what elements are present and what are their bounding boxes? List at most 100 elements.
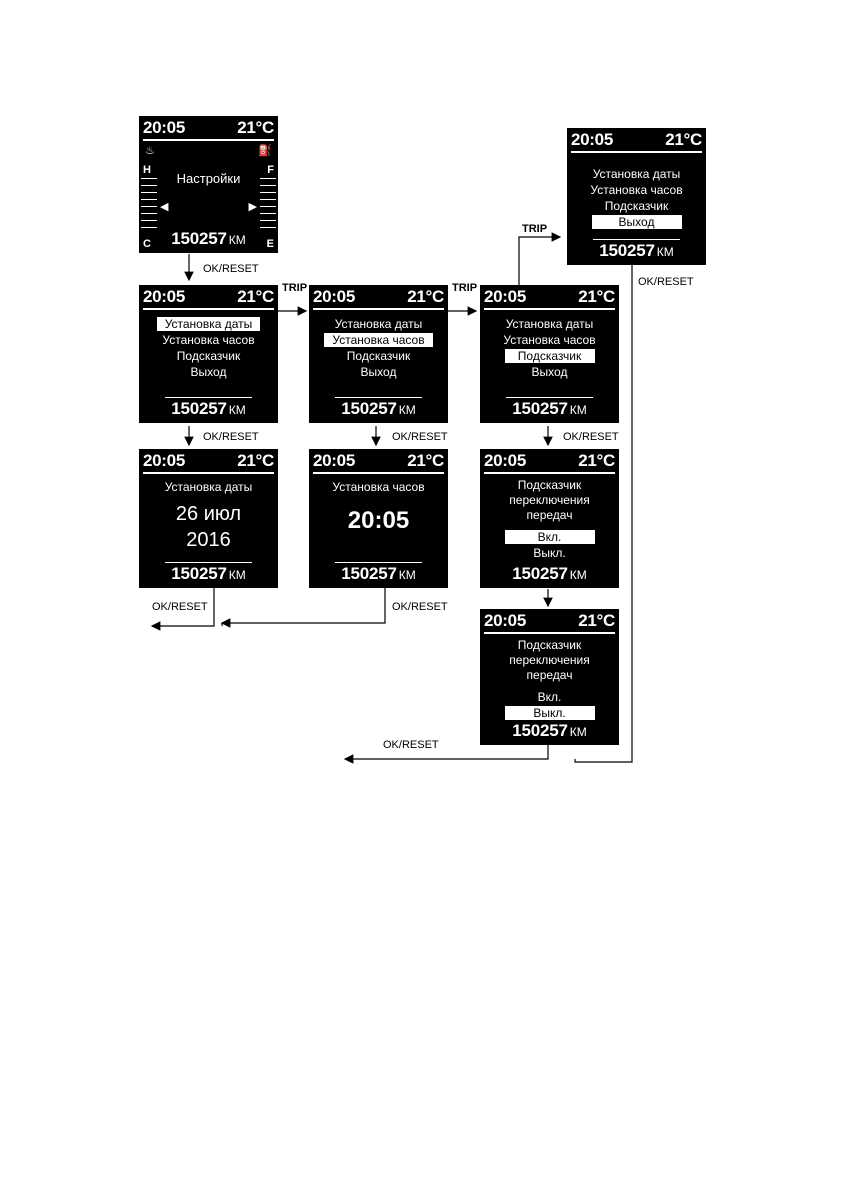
hint-options: Вкл. Выкл. bbox=[480, 689, 619, 721]
header-divider bbox=[484, 472, 615, 474]
label-ok-reset-3: OK/RESET bbox=[392, 431, 448, 443]
label-ok-reset-2: OK/RESET bbox=[203, 431, 259, 443]
clock-time: 20:05 bbox=[143, 118, 185, 137]
settings-menu: Установка даты Установка часов Подсказчи… bbox=[309, 316, 448, 380]
clock-time: 20:05 bbox=[571, 130, 613, 149]
menu-item-hint[interactable]: Подсказчик bbox=[480, 348, 619, 364]
menu-item-exit[interactable]: Выход bbox=[190, 365, 227, 379]
header-divider bbox=[313, 308, 444, 310]
label-ok-reset-5: OK/RESET bbox=[152, 601, 208, 613]
outside-temp: 21°C bbox=[407, 451, 444, 470]
menu-item-set-date[interactable]: Установка даты bbox=[505, 317, 594, 331]
clock-time: 20:05 bbox=[143, 451, 185, 470]
outside-temp: 21°C bbox=[237, 118, 274, 137]
label-ok-reset-1: OK/RESET bbox=[203, 263, 259, 275]
clock-time: 20:05 bbox=[484, 287, 526, 306]
footer-divider bbox=[165, 562, 252, 563]
set-date-title: Установка даты bbox=[164, 480, 253, 494]
outside-temp: 21°C bbox=[578, 451, 615, 470]
screen-menu-hint: 20:05 21°C Установка даты Установка часо… bbox=[480, 285, 619, 423]
arrow-menu3-to-menu4 bbox=[518, 232, 562, 285]
header-divider bbox=[313, 472, 444, 474]
screen-menu-set-date: 20:05 21°C Установка даты Установка часо… bbox=[139, 285, 278, 423]
screen-main-settings: 20:05 21°C ♨ ⛽ H F ◀ ▶ Настройки C E 150… bbox=[139, 116, 278, 253]
arrow-left-icon: ◀ bbox=[160, 201, 169, 213]
coolant-gauge bbox=[141, 178, 157, 234]
fuel-pump-icon: ⛽ bbox=[258, 145, 272, 157]
footer-divider bbox=[593, 239, 680, 240]
menu-item-hint[interactable]: Подсказчик bbox=[604, 199, 669, 213]
coolant-temp-icon: ♨ bbox=[145, 145, 155, 157]
clock-time: 20:05 bbox=[484, 611, 526, 630]
arrow-right-icon: ▶ bbox=[248, 201, 257, 213]
return-exit bbox=[574, 265, 633, 763]
menu-item-hint[interactable]: Подсказчик bbox=[176, 349, 241, 363]
menu-item-exit[interactable]: Выход bbox=[360, 365, 397, 379]
hint-title: Подсказчик переключения передач bbox=[509, 478, 590, 522]
menu-item-set-clock[interactable]: Установка часов bbox=[590, 183, 683, 197]
clock-time: 20:05 bbox=[313, 451, 355, 470]
gauge-label-h: H bbox=[143, 164, 151, 176]
screen-hint-off: 20:05 21°C Подсказчик переключения перед… bbox=[480, 609, 619, 745]
clock-edit-value[interactable]: 20:05 bbox=[347, 507, 410, 534]
menu-item-set-clock[interactable]: Установка часов bbox=[162, 333, 255, 347]
date-day-month[interactable]: 26 июл bbox=[175, 503, 242, 525]
menu-item-set-clock[interactable]: Установка часов bbox=[309, 332, 448, 348]
outside-temp: 21°C bbox=[407, 287, 444, 306]
hint-options: Вкл. Выкл. bbox=[480, 529, 619, 561]
menu-item-set-date[interactable]: Установка даты bbox=[592, 167, 681, 181]
menu-item-exit[interactable]: Выход bbox=[567, 214, 706, 230]
menu-item-set-clock[interactable]: Установка часов bbox=[503, 333, 596, 347]
header-divider bbox=[484, 308, 615, 310]
option-off[interactable]: Выкл. bbox=[533, 546, 566, 560]
label-trip-2: TRIP bbox=[452, 282, 478, 294]
return-hint bbox=[343, 745, 549, 764]
menu-item-set-date[interactable]: Установка даты bbox=[139, 316, 278, 332]
clock-time: 20:05 bbox=[313, 287, 355, 306]
header-divider bbox=[571, 151, 702, 153]
header-divider bbox=[143, 472, 274, 474]
outside-temp: 21°C bbox=[665, 130, 702, 149]
outside-temp: 21°C bbox=[237, 451, 274, 470]
option-off[interactable]: Выкл. bbox=[480, 705, 619, 721]
label-ok-reset-6: OK/RESET bbox=[392, 601, 448, 613]
footer-divider bbox=[165, 397, 252, 398]
settings-title: Настройки bbox=[176, 171, 241, 186]
hint-title: Подсказчик переключения передач bbox=[509, 638, 590, 682]
footer-divider bbox=[335, 562, 422, 563]
header-divider bbox=[143, 308, 274, 310]
outside-temp: 21°C bbox=[578, 287, 615, 306]
settings-menu: Установка даты Установка часов Подсказчи… bbox=[480, 316, 619, 380]
header-divider bbox=[143, 139, 274, 141]
outside-temp: 21°C bbox=[237, 287, 274, 306]
menu-item-hint[interactable]: Подсказчик bbox=[346, 349, 411, 363]
option-on[interactable]: Вкл. bbox=[480, 529, 619, 545]
clock-time: 20:05 bbox=[143, 287, 185, 306]
return-clock bbox=[220, 588, 386, 628]
header-divider bbox=[484, 632, 615, 634]
date-year[interactable]: 2016 bbox=[186, 529, 231, 551]
screen-hint-on: 20:05 21°C Подсказчик переключения перед… bbox=[480, 449, 619, 588]
settings-menu: Установка даты Установка часов Подсказчи… bbox=[139, 316, 278, 380]
outside-temp: 21°C bbox=[578, 611, 615, 630]
gauge-label-c: C bbox=[143, 238, 151, 250]
label-ok-reset-exit: OK/RESET bbox=[638, 276, 694, 288]
gauge-label-f: F bbox=[267, 164, 274, 176]
return-date bbox=[150, 588, 215, 631]
menu-item-exit[interactable]: Выход bbox=[531, 365, 568, 379]
screen-set-date: 20:05 21°C Установка даты 26 июл 2016 15… bbox=[139, 449, 278, 588]
screen-menu-set-clock: 20:05 21°C Установка даты Установка часо… bbox=[309, 285, 448, 423]
set-clock-title: Установка часов bbox=[332, 480, 425, 494]
label-trip-1: TRIP bbox=[282, 282, 308, 294]
option-on[interactable]: Вкл. bbox=[537, 690, 562, 704]
menu-item-set-date[interactable]: Установка даты bbox=[334, 317, 423, 331]
settings-menu: Установка даты Установка часов Подсказчи… bbox=[567, 166, 706, 230]
